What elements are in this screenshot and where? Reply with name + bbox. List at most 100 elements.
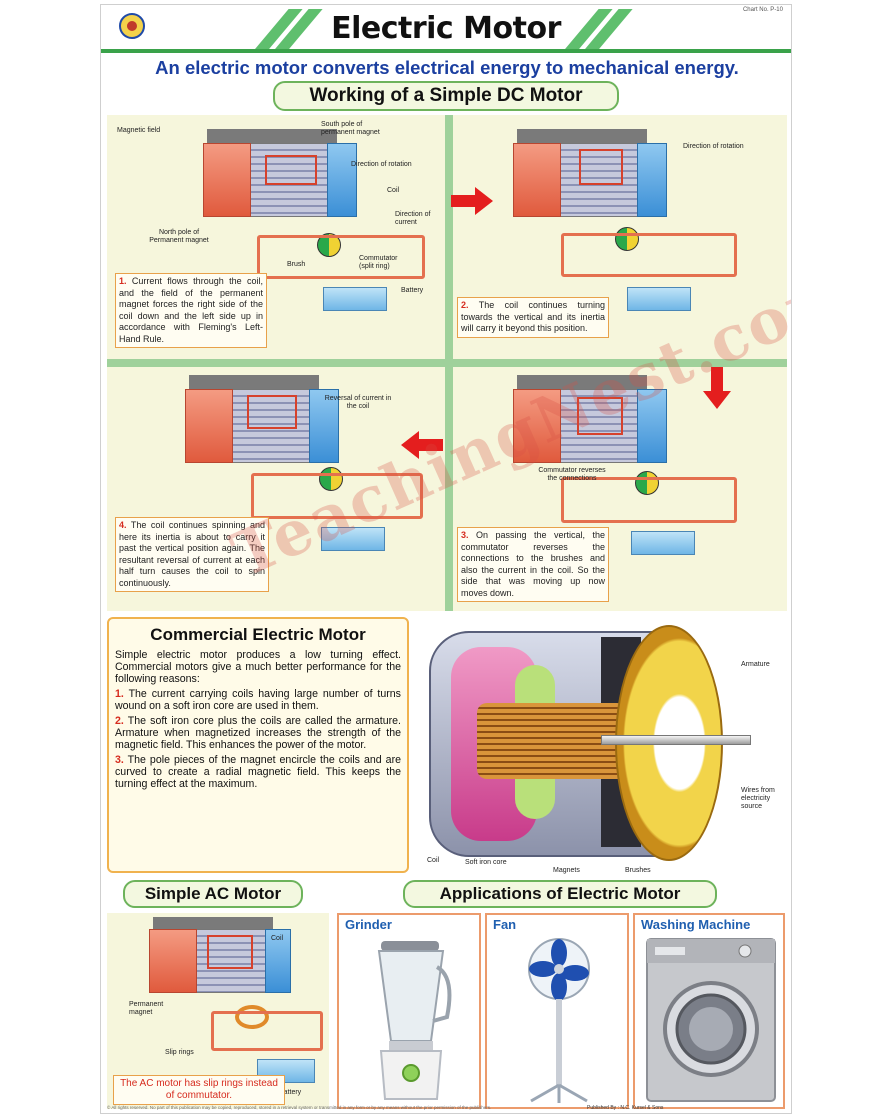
magnet-top bbox=[189, 375, 319, 391]
page-title: Electric Motor bbox=[331, 11, 561, 46]
circuit-wire bbox=[561, 233, 737, 277]
application-title: Washing Machine bbox=[641, 917, 751, 932]
battery-icon bbox=[627, 287, 691, 311]
commutator-icon bbox=[635, 471, 659, 495]
arrow-left-icon bbox=[401, 431, 443, 459]
magnet-top bbox=[207, 129, 337, 145]
step-text: The coil continues turning towards the v… bbox=[461, 300, 605, 333]
dc-panel-2: Direction of rotation 2. The coil contin… bbox=[453, 115, 789, 359]
label-direction-current: Direction of current bbox=[395, 211, 431, 226]
panel-divider-horizontal bbox=[107, 359, 787, 367]
step-text: Current flows through the coil, and the … bbox=[119, 276, 263, 344]
magnetic-field-lines bbox=[233, 389, 311, 463]
south-pole-magnet bbox=[637, 389, 667, 463]
dc-panel-1: Magnetic field South pole of permanent m… bbox=[107, 115, 443, 359]
label-armature: Armature bbox=[741, 661, 770, 668]
commercial-motor-box: Commercial Electric Motor Simple electri… bbox=[107, 617, 409, 873]
commutator-icon bbox=[615, 227, 639, 251]
application-title: Fan bbox=[493, 917, 517, 932]
dc-step-3-note: 3. On passing the vertical, the commutat… bbox=[457, 527, 609, 602]
dc-step-4-note: 4. The coil continues spinning and here … bbox=[115, 517, 269, 592]
ac-section-title: Simple AC Motor bbox=[123, 880, 303, 908]
label-battery: Battery bbox=[279, 1089, 302, 1096]
north-pole-magnet bbox=[185, 389, 233, 463]
label-south-pole: South pole of permanent magnet bbox=[321, 121, 380, 136]
south-pole-magnet bbox=[637, 143, 667, 217]
chart-code: Chart No. P-10 bbox=[742, 7, 783, 13]
coil-loop bbox=[247, 395, 297, 429]
header-divider bbox=[101, 49, 791, 53]
magnet-top bbox=[517, 375, 647, 391]
coil-loop bbox=[579, 149, 623, 185]
magnet-top bbox=[517, 129, 647, 145]
label-direction-rotation: Direction of rotation bbox=[351, 161, 412, 168]
label-coil: Coil bbox=[427, 857, 440, 864]
arrow-right-icon bbox=[451, 187, 493, 215]
footer-publisher: Published By : N.C. Kursel & Sons bbox=[587, 1105, 664, 1111]
dc-section-title: Working of a Simple DC Motor bbox=[273, 81, 619, 111]
tagline: An electric motor converts electrical en… bbox=[155, 57, 739, 78]
chart-poster: Electric Motor Chart No. P-10 An electri… bbox=[100, 4, 792, 1114]
battery-icon bbox=[323, 287, 387, 311]
label-reversal-current: Reversal of current in the coil bbox=[324, 395, 392, 410]
circuit-wire bbox=[251, 473, 423, 519]
applications-title: Applications of Electric Motor bbox=[403, 880, 717, 908]
label-soft-iron-core: Soft iron core bbox=[465, 859, 507, 866]
point-text: The soft iron core plus the coils are ca… bbox=[115, 715, 401, 751]
battery-icon bbox=[321, 527, 385, 551]
step-number: 1. bbox=[119, 276, 127, 286]
label-magnetic-field: Magnetic field bbox=[117, 127, 161, 134]
label-permanent-magnet: Permanent magnet bbox=[129, 1001, 164, 1016]
magnetic-field-lines bbox=[561, 143, 639, 217]
arrow-down-icon bbox=[703, 367, 731, 409]
dc-step-2-note: 2. The coil continues turning towards th… bbox=[457, 297, 609, 338]
label-brush: Brush bbox=[287, 261, 306, 268]
label-coil: Coil bbox=[271, 935, 284, 942]
application-title: Grinder bbox=[345, 917, 392, 932]
washing-machine-icon bbox=[646, 938, 776, 1102]
label-coil: Coil bbox=[387, 187, 400, 194]
label-brushes: Brushes bbox=[625, 867, 651, 874]
motor-shaft bbox=[601, 735, 751, 745]
step-number: 4. bbox=[119, 520, 127, 530]
north-pole-magnet bbox=[513, 389, 561, 463]
commercial-point: 2. The soft iron core plus the coils are… bbox=[115, 715, 401, 751]
label-magnets: Magnets bbox=[553, 867, 580, 874]
dc-panel-3: Commutator reverses the connections 3. O… bbox=[453, 367, 789, 611]
coil-loop bbox=[577, 397, 623, 435]
step-text: The coil continues spinning and here its… bbox=[119, 520, 265, 588]
application-fan: Fan bbox=[485, 913, 629, 1109]
application-grinder: Grinder bbox=[337, 913, 481, 1109]
battery-icon bbox=[631, 531, 695, 555]
label-north-pole: North pole of Permanent magnet bbox=[149, 229, 209, 244]
commutator-icon bbox=[319, 467, 343, 491]
slip-rings-icon bbox=[235, 1005, 269, 1029]
coil-loop bbox=[207, 935, 253, 969]
application-washing-machine: Washing Machine bbox=[633, 913, 785, 1109]
dc-panels: Magnetic field South pole of permanent m… bbox=[107, 115, 787, 611]
commercial-point: 3. The pole pieces of the magnet encircl… bbox=[115, 754, 401, 790]
label-commutator: Commutator (split ring) bbox=[359, 255, 398, 270]
grinder-icon bbox=[377, 941, 452, 1100]
commercial-intro: Simple electric motor produces a low tur… bbox=[115, 649, 401, 685]
step-text: On passing the vertical, the commutator … bbox=[461, 530, 605, 598]
label-slip-rings: Slip rings bbox=[165, 1049, 194, 1056]
south-pole-magnet bbox=[309, 389, 339, 463]
south-pole-magnet bbox=[327, 143, 357, 217]
step-number: 3. bbox=[461, 530, 469, 540]
commercial-motor-illustration: Armature Wires from electricity source C… bbox=[415, 617, 791, 879]
south-pole-magnet bbox=[265, 929, 291, 993]
coil-loop bbox=[265, 155, 317, 185]
publisher-logo-icon bbox=[119, 13, 145, 39]
north-pole-magnet bbox=[513, 143, 561, 217]
point-text: The current carrying coils having large … bbox=[115, 688, 401, 712]
magnetic-field-lines bbox=[561, 389, 639, 463]
label-wires: Wires from electricity source bbox=[741, 787, 775, 810]
step-number: 2. bbox=[461, 300, 469, 310]
dc-step-1-note: 1. Current flows through the coil, and t… bbox=[115, 273, 267, 348]
footer-rights: © All rights reserved. No part of this p… bbox=[107, 1105, 492, 1110]
circuit-wire bbox=[211, 1011, 323, 1051]
label-direction-rotation: Direction of rotation bbox=[683, 143, 744, 150]
circuit-wire bbox=[561, 477, 737, 523]
point-text: The pole pieces of the magnet encircle t… bbox=[115, 754, 401, 790]
